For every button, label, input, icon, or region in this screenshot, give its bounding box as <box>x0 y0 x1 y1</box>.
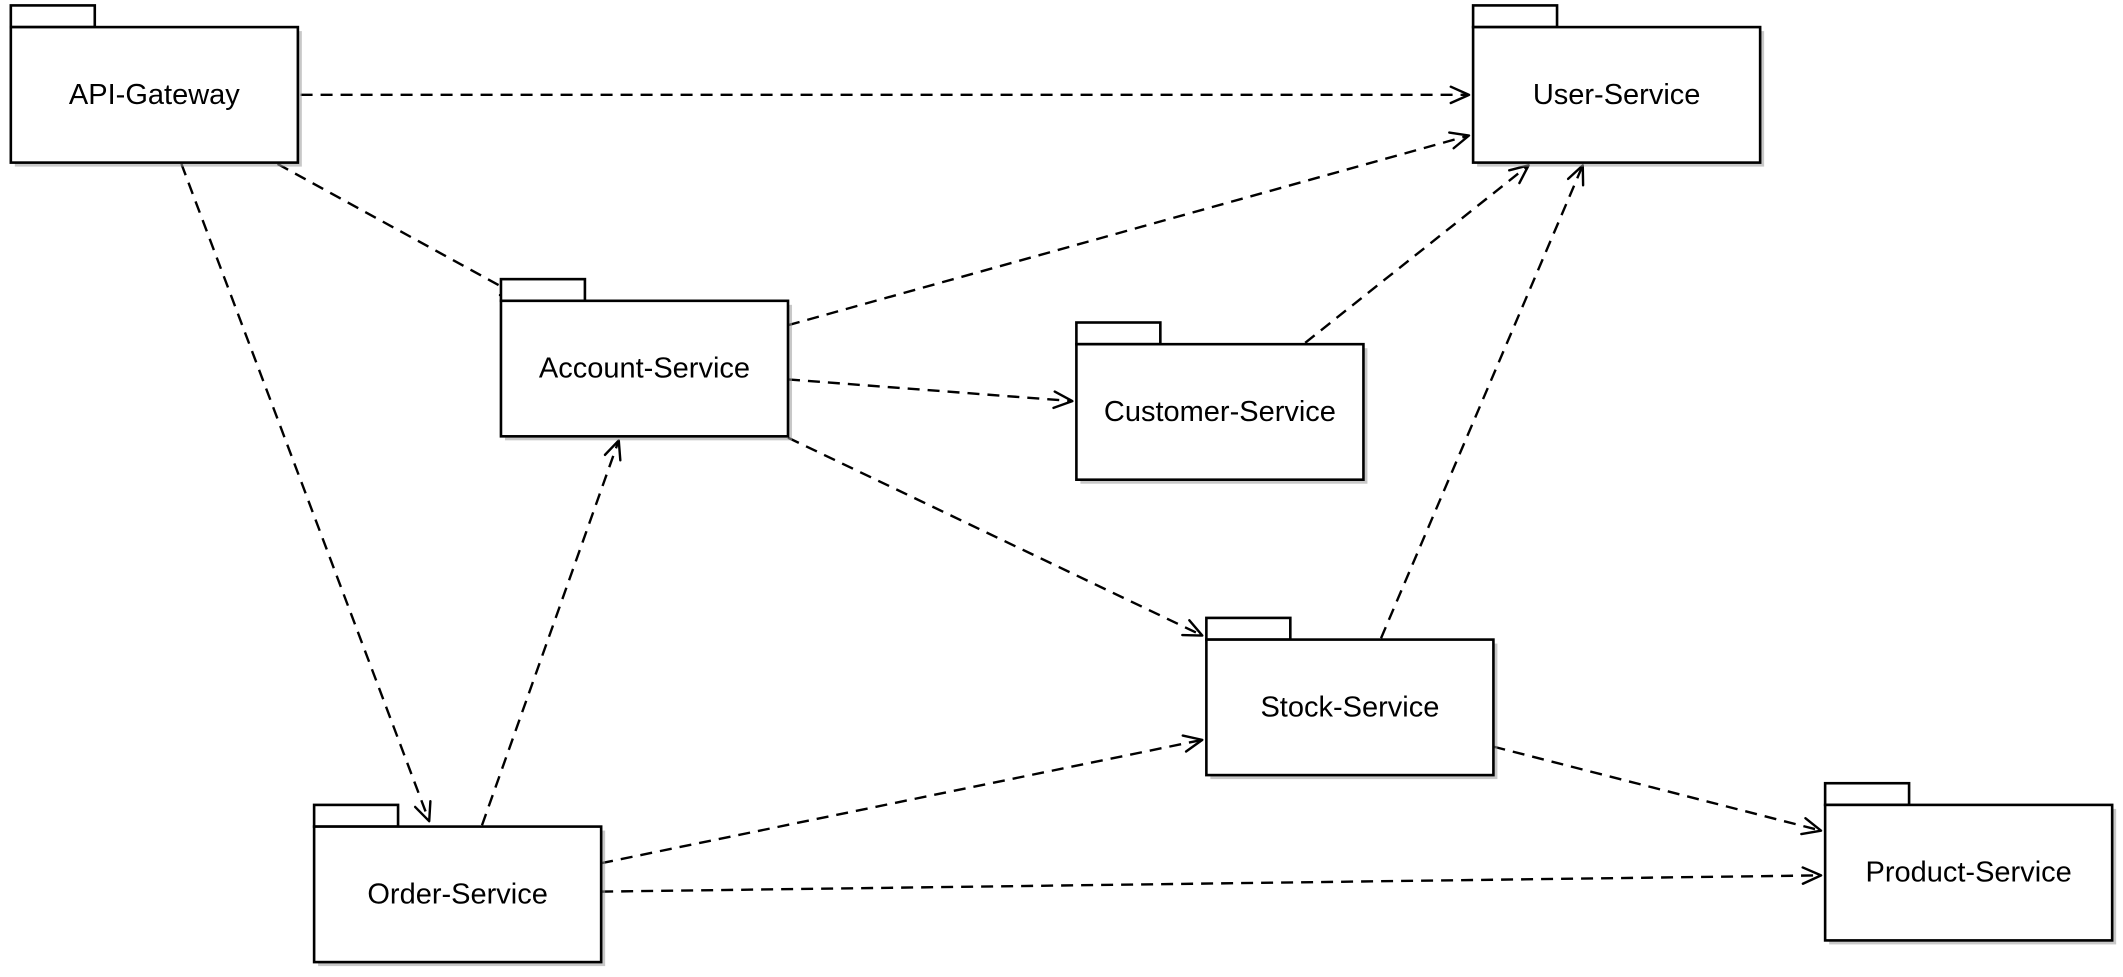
dependency-line <box>180 163 430 820</box>
package-product-service[interactable]: Product-Service <box>1823 781 2117 945</box>
package-tab <box>9 4 97 29</box>
arrowhead-icon <box>1566 164 1585 187</box>
dependency-account-service-to-stock-service <box>787 436 1204 637</box>
arrowhead-icon <box>1800 817 1823 836</box>
arrowhead-icon <box>1181 734 1204 753</box>
package-body <box>499 299 790 438</box>
arrowhead-icon <box>1052 390 1074 410</box>
dependency-account-service-to-user-service <box>787 131 1471 327</box>
dependency-line <box>1493 745 1820 832</box>
package-order-service[interactable]: Order-Service <box>312 803 606 967</box>
dependency-line <box>601 874 1820 893</box>
package-body <box>1075 342 1365 481</box>
package-tab <box>1823 781 1911 807</box>
package-tab <box>1205 616 1292 641</box>
package-body <box>312 825 603 964</box>
package-body <box>1205 638 1495 777</box>
arrowhead-icon <box>1181 619 1204 637</box>
arrowhead-icon <box>1448 131 1471 150</box>
package-tab <box>1471 4 1559 29</box>
package-label: Stock-Service <box>1260 691 1439 723</box>
dependency-stock-service-to-user-service <box>1379 164 1585 639</box>
package-label: Product-Service <box>1865 857 2071 889</box>
dependency-line <box>1379 166 1584 639</box>
package-tab <box>312 803 400 828</box>
package-label: Customer-Service <box>1104 396 1336 428</box>
package-layer: API-Gateway User-ServiceAccount-ServiceCu… <box>9 4 2117 967</box>
package-label: Account-Service <box>539 353 750 385</box>
package-body <box>1823 803 2114 942</box>
dependency-layer <box>180 85 1823 893</box>
package-user-service[interactable]: User-Service <box>1471 4 1765 167</box>
dependency-line <box>1304 165 1528 344</box>
dependency-api-gateway-to-user-service <box>300 85 1471 105</box>
arrowhead-icon <box>413 800 432 823</box>
dependency-line <box>480 441 620 826</box>
package-body <box>9 25 300 164</box>
arrowhead-icon <box>1449 85 1471 105</box>
package-label: User-Service <box>1533 79 1701 111</box>
dependency-line <box>787 378 1071 403</box>
dependency-account-service-to-customer-service <box>787 378 1074 410</box>
package-label: Order-Service <box>367 878 548 910</box>
dependency-api-gateway-to-order-service <box>180 163 432 823</box>
package-account-service[interactable]: Account-Service <box>499 277 793 441</box>
dependency-line <box>276 162 519 297</box>
dependency-order-service-to-account-service <box>480 439 622 826</box>
package-tab <box>1075 321 1162 346</box>
package-label: API-Gateway <box>69 79 240 111</box>
dependency-line <box>600 739 1201 865</box>
package-tab <box>499 277 587 303</box>
package-stock-service[interactable]: Stock-Service <box>1205 616 1498 780</box>
dependency-line <box>787 436 1202 636</box>
dependency-order-service-to-product-service <box>601 866 1823 893</box>
package-body <box>1471 25 1762 164</box>
dependency-api-gateway-to-account-service <box>276 162 522 298</box>
arrowhead-icon <box>1801 866 1823 885</box>
dependency-order-service-to-stock-service <box>600 734 1204 865</box>
package-api-gateway[interactable]: API-Gateway <box>9 4 302 167</box>
dependency-line <box>787 134 1468 327</box>
dependency-stock-service-to-product-service <box>1493 745 1823 836</box>
dependency-customer-service-to-user-service <box>1304 164 1530 344</box>
package-customer-service[interactable]: Customer-Service <box>1075 321 1368 484</box>
arrowhead-icon <box>603 439 622 462</box>
